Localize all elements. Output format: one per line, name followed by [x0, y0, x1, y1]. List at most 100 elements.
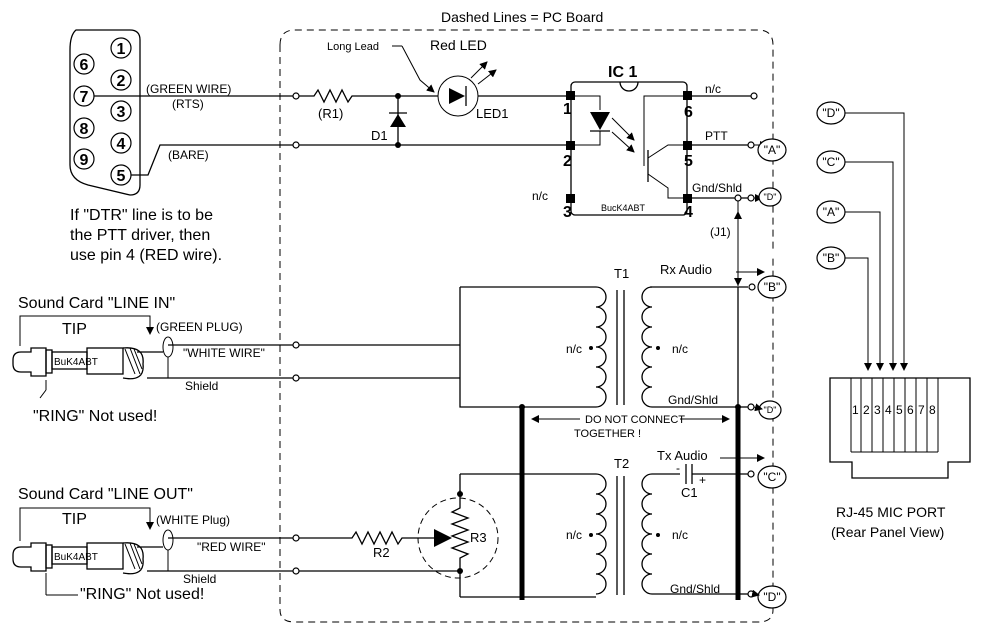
line-out-wire-label: "RED WIRE" [197, 540, 266, 554]
ground-bus [519, 287, 763, 600]
led1 [392, 45, 568, 117]
rj45-bubble-d: "D" [822, 106, 839, 120]
bubble-d-ptt: "D" [764, 192, 777, 202]
ic1-pin6-nc: n/c [705, 82, 721, 96]
rj45-pin-7: 7 [918, 403, 925, 417]
rj45-title: RJ-45 MIC PORT [836, 504, 946, 520]
r3-potentiometer [417, 473, 596, 598]
line-in-wire-label: "WHITE WIRE" [183, 346, 265, 360]
db9-connector [69, 29, 141, 196]
rx-audio-line [650, 268, 765, 291]
rj45-subtitle: (Rear Panel View) [831, 524, 944, 540]
line-in-shield-label: Shield [185, 379, 218, 393]
ic1-credit: BucK4ABT [601, 203, 646, 213]
line-in-plug: (GREEN PLUG) [156, 320, 243, 334]
rx-audio-label: Rx Audio [660, 262, 712, 277]
red-led-label: Red LED [430, 37, 487, 53]
db9-pin-9: 9 [80, 152, 89, 169]
line-in-ring-label: "RING" Not used! [33, 408, 157, 425]
d1-diode [299, 93, 568, 148]
rj45-bubble-a: "A" [823, 205, 840, 219]
line-in-title: Sound Card "LINE IN" [18, 295, 175, 312]
db9-pin-8: 8 [80, 121, 89, 138]
serial-wires [94, 92, 300, 176]
bubble-d-tx: "D" [763, 590, 780, 604]
long-lead-label: Long Lead [327, 41, 379, 53]
rj45-pin-1: 1 [852, 403, 859, 417]
c1-capacitor [685, 454, 765, 598]
rj45-pin-6: 6 [907, 403, 914, 417]
pc-board-outline [279, 29, 774, 623]
ic1-pin3-nc: n/c [532, 189, 548, 203]
board-connector-bubbles [757, 138, 787, 609]
rj45-bubbles [816, 101, 846, 270]
rj45-pin-5: 5 [896, 403, 903, 417]
db9-pin-2: 2 [117, 73, 126, 90]
dtr-note-line-2: the PTT driver, then [70, 227, 210, 244]
line-out-title: Sound Card "LINE OUT" [18, 486, 193, 503]
ic1-pin-4: 4 [684, 204, 693, 221]
pcb-note: Dashed Lines = PC Board [441, 9, 603, 25]
ic1-pin-5: 5 [684, 153, 693, 170]
t2-transformer [589, 473, 738, 595]
r2-label: R2 [373, 545, 390, 560]
bubble-b-board: "B" [764, 280, 781, 294]
rj45-pin-3: 3 [874, 403, 881, 417]
line-out-credit: BuK4ABT [54, 552, 98, 563]
ptt-label: PTT [705, 129, 728, 143]
db9-pin-4: 4 [117, 136, 126, 153]
r3-label: R3 [470, 530, 487, 545]
ic1-pin-1: 1 [563, 101, 572, 118]
line-out-wires [45, 529, 460, 596]
t1-nc-left: n/c [566, 342, 582, 356]
ic-gnd-label: Gnd/Shld [692, 181, 742, 195]
rj45-bubble-c: "C" [822, 155, 839, 169]
db9-pin-7: 7 [80, 89, 89, 106]
line-out-jack [12, 507, 172, 575]
t1-label: T1 [614, 266, 629, 281]
db9-pin-5: 5 [117, 168, 126, 185]
rj45-pin-8: 8 [929, 403, 936, 417]
ic1-pin-6: 6 [684, 104, 693, 121]
r1-label: (R1) [318, 106, 343, 121]
rj45-wires [845, 112, 908, 371]
dtr-note-line-3: use pin 4 (RED wire). [70, 247, 222, 264]
bubble-d-rx: "D" [764, 405, 777, 415]
t2-label: T2 [614, 456, 629, 471]
led1-label: LED1 [476, 106, 509, 121]
r2-resistor [299, 530, 434, 546]
r1-resistor [299, 88, 438, 104]
do-not-connect-line-2: TOGETHER ! [574, 428, 641, 440]
t1-nc-right: n/c [672, 342, 688, 356]
t2-nc-left: n/c [566, 528, 582, 542]
ic1-title: IC 1 [608, 64, 637, 81]
db9-pin-6: 6 [80, 57, 89, 74]
ic1-pin-2: 2 [563, 153, 572, 170]
rj45-port [829, 377, 971, 479]
line-in-wires [39, 336, 460, 399]
ic1-pin-3: 3 [563, 204, 572, 221]
t1-gnd-label: Gnd/Shld [668, 393, 718, 407]
dtr-note-line-1: If "DTR" line is to be [70, 207, 213, 224]
line-out-tip-label: TIP [62, 511, 87, 528]
do-not-connect-line-1: DO NOT CONNECT [585, 414, 685, 426]
rj45-pin-2: 2 [863, 403, 870, 417]
tx-audio-label: Tx Audio [657, 448, 708, 463]
green-wire-label: (GREEN WIRE) [146, 82, 231, 96]
j1-label: (J1) [710, 225, 731, 239]
d1-label: D1 [371, 128, 388, 143]
line-out-plug: (WHITE Plug) [156, 513, 230, 527]
bare-label: (BARE) [168, 148, 209, 162]
db9-pin-1: 1 [117, 41, 126, 58]
db9-pin-3: 3 [117, 104, 126, 121]
c1-label: C1 [681, 485, 698, 500]
t2-gnd-label: Gnd/Shld [670, 582, 720, 596]
t1-transformer [459, 286, 738, 408]
bubble-c-board: "C" [763, 470, 780, 484]
line-out-ring-label: "RING" Not used! [80, 586, 204, 603]
ic1-optocoupler [566, 81, 692, 216]
line-in-jack [12, 315, 172, 380]
line-in-tip-label: TIP [62, 321, 87, 338]
t2-nc-right: n/c [672, 528, 688, 542]
